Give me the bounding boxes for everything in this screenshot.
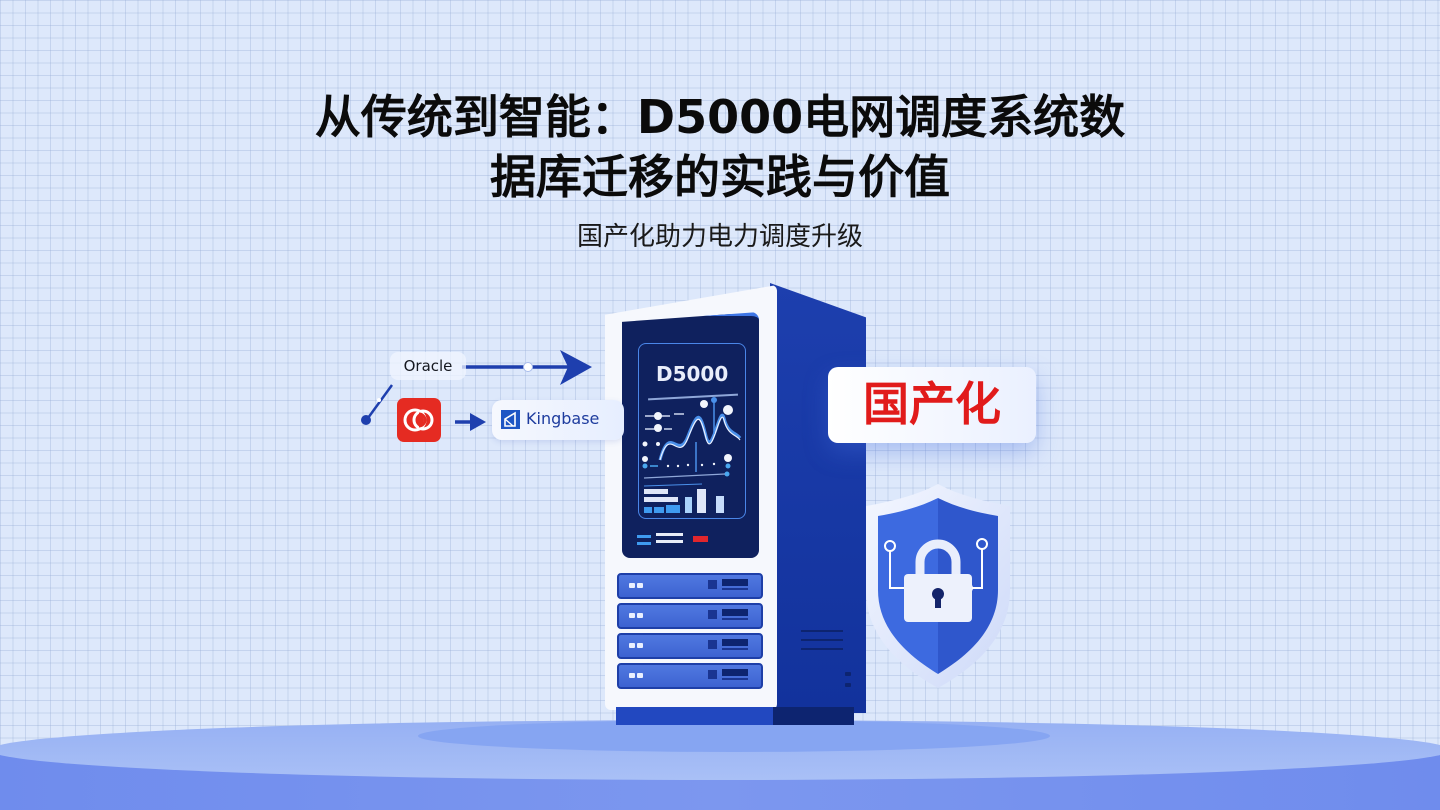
indicator-bar	[656, 533, 683, 536]
page-title-line-2: 据库迁移的实践与价值	[490, 150, 950, 204]
vent-line	[801, 648, 843, 650]
page-title-line-1: 从传统到智能：D5000电网调度系统数	[314, 90, 1126, 144]
side-led	[845, 672, 851, 676]
server-side-panel	[770, 283, 866, 713]
led-icon	[637, 643, 643, 648]
indicator-bar	[637, 542, 651, 545]
led-icon	[629, 673, 635, 678]
drive-square	[708, 640, 717, 649]
drive-bay	[617, 603, 763, 629]
oracle-label: Oracle	[390, 352, 466, 380]
dashboard-chart-icon	[642, 397, 742, 513]
drive-slot	[722, 579, 748, 586]
drive-square	[708, 670, 717, 679]
vent-line	[801, 630, 843, 632]
led-icon	[637, 613, 643, 618]
localization-badge	[828, 367, 1036, 443]
page-subtitle: 国产化助力电力调度升级	[576, 222, 863, 252]
led-icon	[629, 643, 635, 648]
led-icon	[637, 583, 643, 588]
indicator-bar	[656, 540, 683, 543]
drive-bay	[617, 633, 763, 659]
vent-line	[801, 639, 843, 641]
drive-square	[708, 580, 717, 589]
drive-slot	[722, 639, 748, 646]
kingbase-logo-icon	[501, 410, 520, 429]
led-icon	[629, 613, 635, 618]
drive-bay	[617, 573, 763, 599]
server-foot	[616, 707, 854, 725]
indicator-bar	[637, 535, 651, 538]
shield-lock-icon	[866, 484, 1010, 688]
alert-indicator	[693, 536, 708, 542]
drive-square	[708, 610, 717, 619]
drive-bay	[617, 663, 763, 689]
led-icon	[629, 583, 635, 588]
red-rings-app-icon	[397, 398, 441, 442]
drive-slot	[722, 609, 748, 616]
localization-badge-label: 国产化	[863, 377, 1001, 431]
drive-slot	[722, 669, 748, 676]
kingbase-label: Kingbase	[526, 409, 600, 428]
screen-frame	[638, 343, 746, 519]
screen-title: D5000	[656, 362, 729, 386]
led-icon	[637, 673, 643, 678]
side-led	[845, 683, 851, 687]
platform-inner-ring	[418, 720, 1050, 752]
